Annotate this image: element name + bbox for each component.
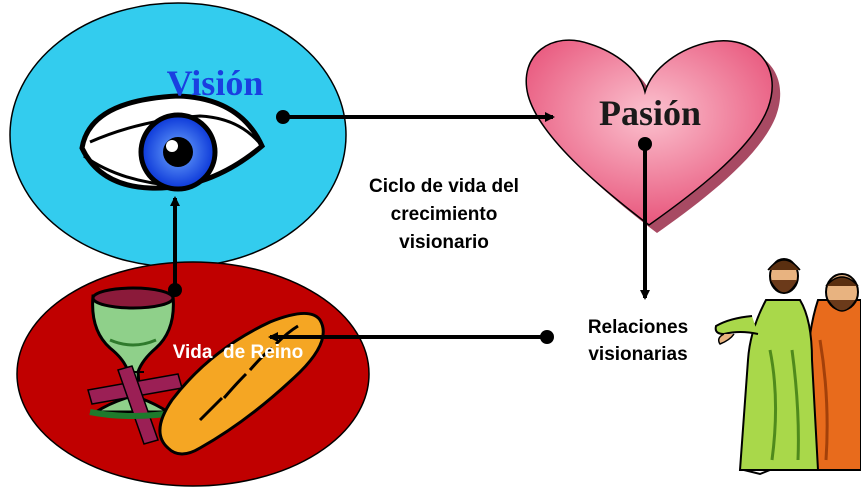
connector-relaciones-to-reino [268, 330, 554, 344]
people-illustration [714, 258, 861, 476]
relaciones-label-line-2: visionarias [588, 344, 687, 365]
connector-reino-to-vision [168, 196, 182, 297]
eye-icon [79, 93, 266, 192]
bread-icon [158, 312, 325, 456]
center-caption-line-2: crecimiento [391, 204, 498, 225]
reino-label: Vida de Reino [173, 342, 304, 363]
center-caption-line-3: visionario [399, 232, 489, 253]
connector-pasion-to-relaciones [638, 137, 652, 300]
pasion-label: Pasión [599, 93, 701, 133]
heart-icon [525, 39, 781, 233]
connector-vision-to-pasion [276, 110, 555, 124]
relaciones-label-line-1: Relaciones [588, 317, 688, 338]
center-caption-line-1: Ciclo de vida del [369, 176, 519, 197]
vision-label: Visión [167, 63, 264, 103]
chalice-icon [91, 286, 175, 414]
